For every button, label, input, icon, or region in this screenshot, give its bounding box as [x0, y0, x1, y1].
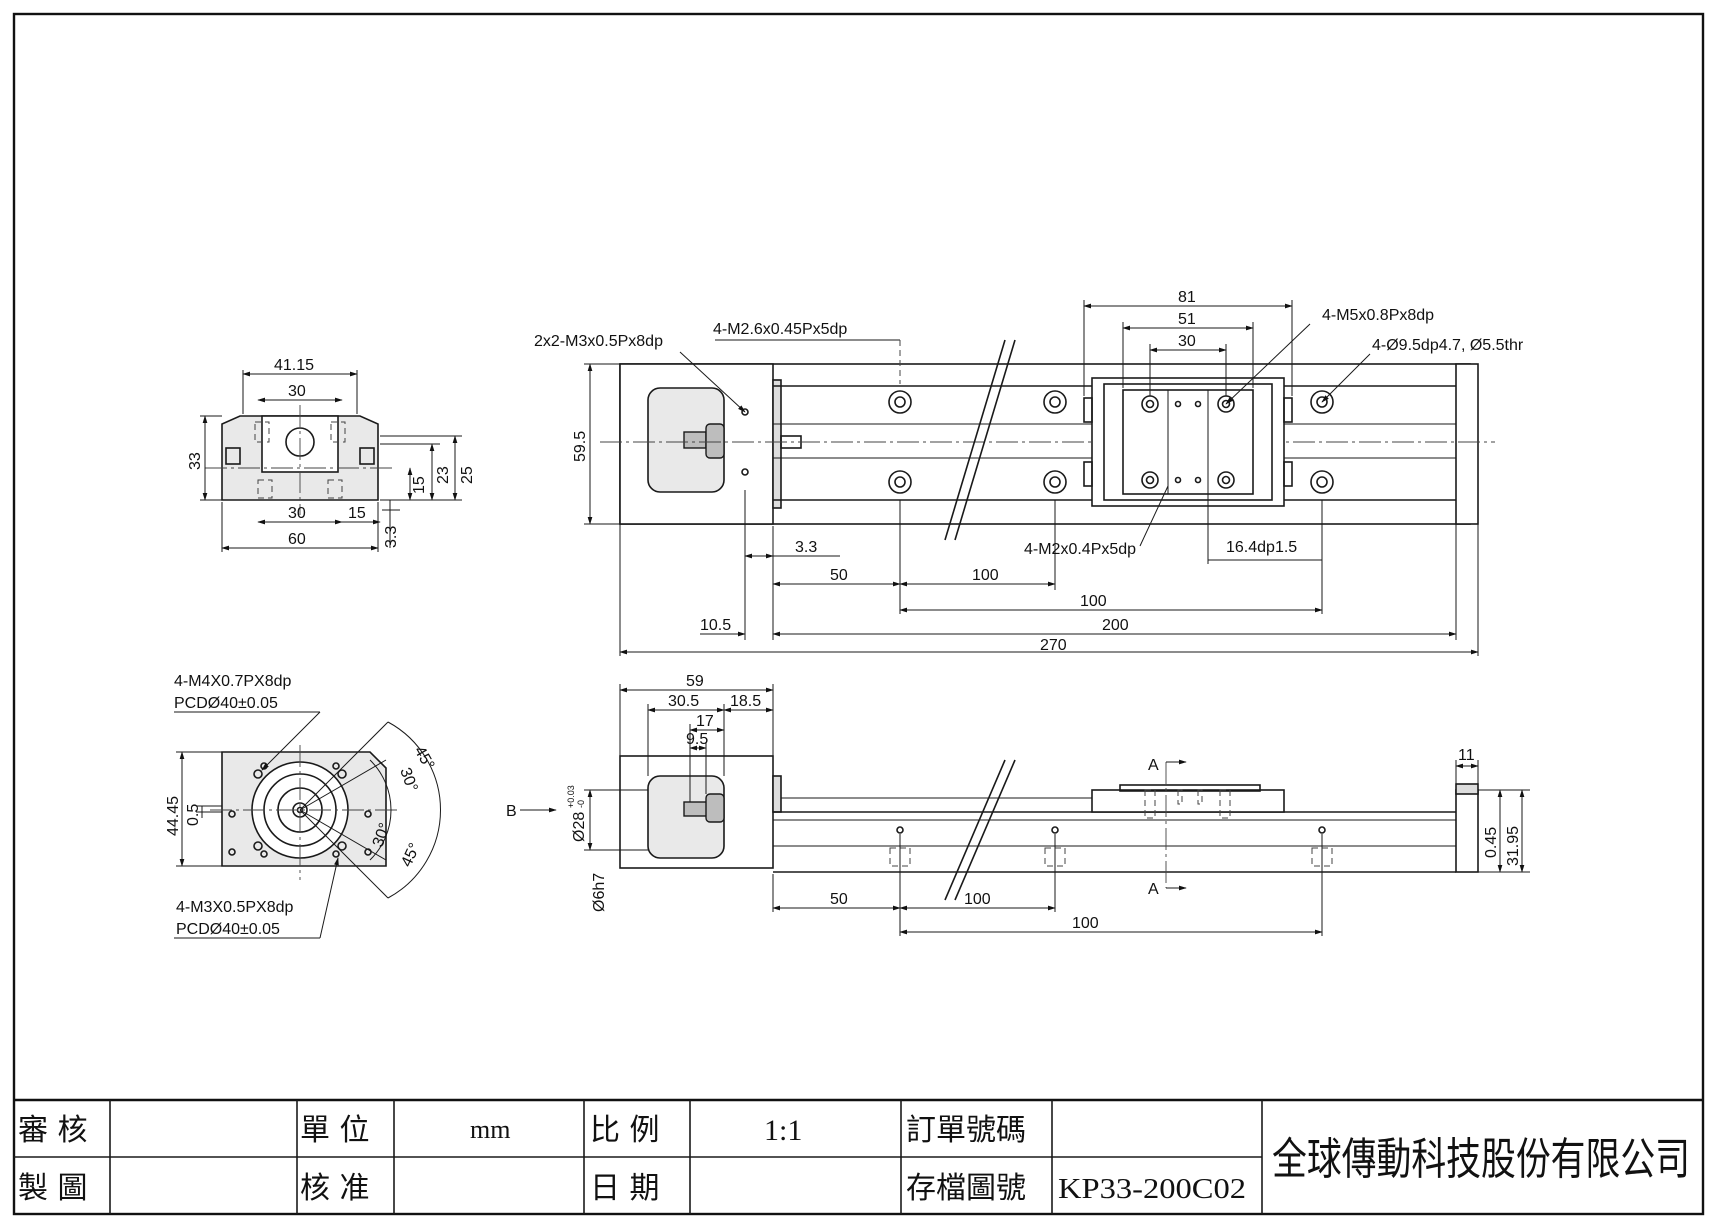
dim-15-h: 15: [348, 505, 366, 522]
note-4-m5: 4-M5x0.8Px8dp: [1322, 307, 1434, 324]
company-name: 全球傳動科技股份有限公司: [1272, 1134, 1690, 1185]
dim-44-45: 44.45: [165, 796, 182, 836]
title-block: [14, 1098, 1703, 1214]
dim-41-15: 41.15: [274, 357, 314, 374]
unit-label: 單 位: [300, 1113, 370, 1148]
note-2x2-m3: 2x2-M3x0.5Px8dp: [534, 333, 663, 350]
dim-59: 59: [686, 673, 704, 690]
file-no-value: KP33-200C02: [1058, 1174, 1246, 1205]
approved-label: 核 准: [300, 1171, 370, 1206]
dim-23: 23: [435, 466, 452, 484]
note-4-m4: 4-M4X0.7PX8dp: [174, 673, 292, 690]
note-4-m2: 4-M2x0.4Px5dp: [1024, 541, 1136, 558]
dim-59-5: 59.5: [572, 431, 589, 462]
dim-11: 11: [1458, 747, 1475, 764]
scale-value: 1:1: [764, 1114, 802, 1147]
view-mark-b: B: [506, 803, 517, 820]
dim-0-45: 0.45: [1483, 827, 1500, 858]
dim-60: 60: [288, 531, 306, 548]
note-4-m2-6: 4-M2.6x0.45Px5dp: [713, 321, 847, 338]
dim-45-deg-top: 45°: [411, 744, 438, 773]
dim-18-5: 18.5: [730, 693, 761, 710]
top-view-dimensions: 81 51 30 59.5 3.3 50 100 100 10.5 200 27…: [534, 289, 1524, 654]
dim-31-95: 31.95: [1505, 826, 1522, 866]
motor-flange-dimensions: 44.45 0.5 45° 30° 30° 45° 4-M4X0.7PX8dp …: [165, 673, 437, 938]
drawn-label: 製 圖: [18, 1171, 88, 1206]
order-no-label: 訂單號碼: [906, 1113, 1026, 1148]
dim-33: 33: [187, 452, 204, 470]
dim-d6h7: Ø6h7: [591, 873, 608, 912]
dim-30-deg-top: 30°: [396, 766, 420, 795]
dim-17: 17: [696, 713, 714, 730]
dim-50: 50: [830, 567, 848, 584]
note-4-d9-5: 4-Ø9.5dp4.7, Ø5.5thr: [1372, 337, 1524, 354]
dim-100-side-b: 100: [1072, 915, 1099, 932]
dim-3-3: 3.3: [795, 539, 817, 556]
dim-25: 25: [459, 466, 476, 484]
dim-100-b: 100: [1080, 593, 1107, 610]
scale-label: 比 例: [590, 1113, 660, 1148]
dim-50-side: 50: [830, 891, 848, 908]
file-no-label: 存檔圖號: [906, 1171, 1026, 1206]
dim-15-v: 15: [411, 476, 428, 494]
dim-3-3-end: 3.3: [383, 526, 400, 548]
drawing-border: [12, 12, 1705, 1216]
note-pcd-top: PCDØ40±0.05: [174, 695, 278, 712]
title-block-text: 審 核 單 位 mm 比 例 1:1 訂單號碼 製 圖 核 准 日 期 存檔圖號…: [18, 1113, 1690, 1206]
dim-10-5: 10.5: [700, 617, 731, 634]
top-view: [584, 300, 1495, 656]
tolerance-lower: -0: [576, 800, 586, 808]
dim-30-carriage: 30: [1178, 333, 1196, 350]
dim-30-top: 30: [288, 383, 306, 400]
date-label: 日 期: [590, 1171, 660, 1206]
note-4-m3: 4-M3X0.5PX8dp: [176, 899, 294, 916]
motor-flange-view: [174, 711, 442, 939]
dim-30-bottom: 30: [288, 505, 306, 522]
dim-270: 270: [1040, 637, 1067, 654]
dim-9-5: 9.5: [686, 731, 708, 748]
dim-51: 51: [1178, 311, 1196, 328]
dim-30-5: 30.5: [668, 693, 699, 710]
dim-0-5: 0.5: [185, 804, 202, 826]
dim-d28: Ø28: [571, 812, 588, 842]
reviewed-label: 審 核: [18, 1113, 88, 1148]
dim-45-deg-bottom: 45°: [398, 841, 424, 870]
dim-81: 81: [1178, 289, 1196, 306]
unit-value: mm: [470, 1115, 510, 1144]
dim-200: 200: [1102, 617, 1129, 634]
side-view: [520, 684, 1530, 936]
note-pcd-bottom: PCDØ40±0.05: [176, 921, 280, 938]
section-mark-a-top: A: [1148, 757, 1159, 774]
dim-100-side-a: 100: [964, 891, 991, 908]
side-view-dimensions: 59 30.5 18.5 17 9.5 11 0.45 31.95 50 100…: [506, 673, 1522, 932]
end-view-dimensions: 41.15 30 33 15 23 25 30 15 3.3 60: [187, 357, 476, 548]
end-view: [200, 370, 462, 552]
tolerance-upper: +0.03: [566, 785, 576, 808]
dim-16-4dp1-5: 16.4dp1.5: [1226, 539, 1297, 556]
dim-100-a: 100: [972, 567, 999, 584]
section-mark-a-bottom: A: [1148, 881, 1159, 898]
